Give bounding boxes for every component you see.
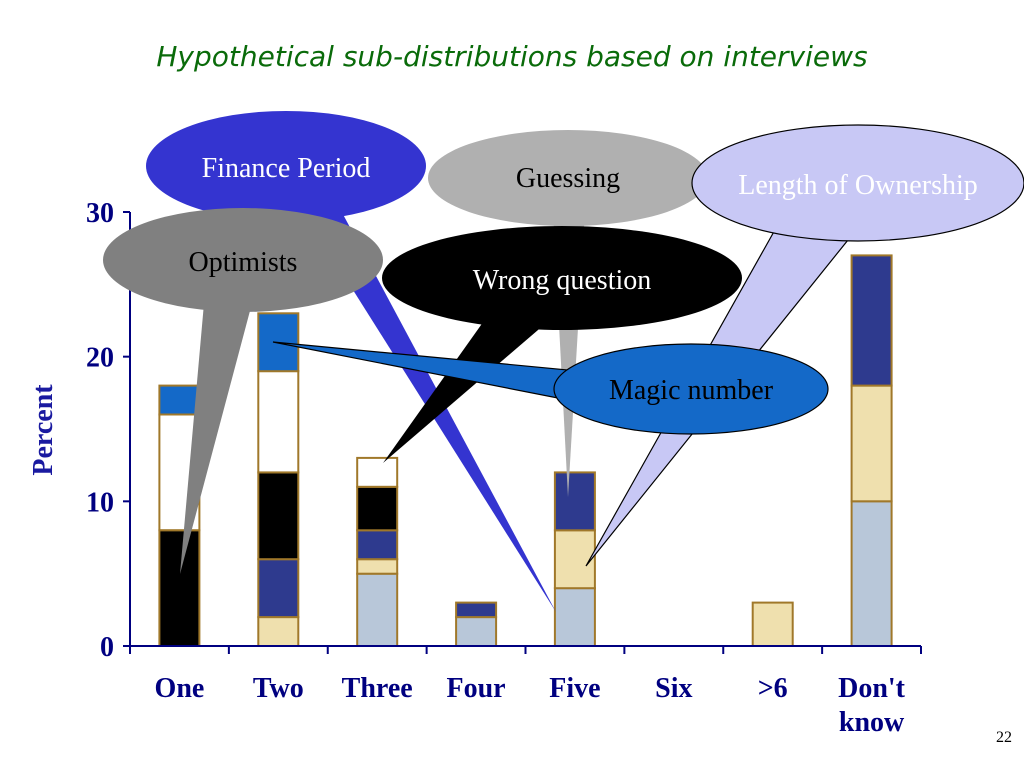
x-tick-label: >6 xyxy=(758,673,788,704)
x-tick-label: Five xyxy=(549,673,600,704)
callout-finance-period-label: Finance Period xyxy=(202,153,371,184)
callout-length-of-ownership-bubble xyxy=(691,124,1024,242)
bar-segment xyxy=(356,558,399,575)
x-tick-label: Two xyxy=(253,673,304,704)
bar-segment xyxy=(850,384,893,503)
bar-segment xyxy=(356,529,399,561)
callout-magic-number-bubble xyxy=(553,343,829,435)
x-tick-label: One xyxy=(155,673,205,704)
bar-segment xyxy=(455,616,498,647)
slide-title: Hypothetical sub-distributions based on … xyxy=(156,40,867,73)
bar-segment xyxy=(257,616,300,647)
bar-segment xyxy=(850,500,893,647)
bar-segment xyxy=(257,370,300,474)
x-tick-label: Three xyxy=(342,673,413,704)
bar-segment xyxy=(850,254,893,387)
bar-stacks xyxy=(158,254,893,648)
callout-optimists: Optimists xyxy=(103,208,383,574)
y-tick-label: 30 xyxy=(86,198,114,229)
bar-segment xyxy=(158,529,201,647)
y-tick-label: 10 xyxy=(86,487,114,518)
bar-segment xyxy=(257,471,300,561)
callout-optimists-tail xyxy=(180,292,255,574)
bar-segment xyxy=(257,558,300,619)
callout-optimists-bubble xyxy=(103,208,383,312)
callout-magic-number-label: Magic number xyxy=(609,375,774,406)
bar-segment xyxy=(356,572,399,648)
y-tick-label: 0 xyxy=(100,632,114,663)
bar-segment xyxy=(356,485,399,532)
bar-segment xyxy=(553,587,596,647)
bar-segment xyxy=(553,529,596,590)
callout-guessing-label: Guessing xyxy=(516,163,620,194)
bar-segment xyxy=(751,601,794,647)
bar-segment xyxy=(158,384,201,416)
callout-wrong-question: Wrong question xyxy=(382,226,742,463)
callout-optimists-label: Optimists xyxy=(189,247,298,278)
callout-finance-period-bubble xyxy=(146,111,426,221)
bar-segment xyxy=(356,456,399,488)
callout-guessing-bubble xyxy=(428,130,708,226)
callout-length-of-ownership-label: Length of Ownership xyxy=(738,170,978,201)
y-axis-label: Percent xyxy=(28,384,59,476)
bar-segment xyxy=(455,601,498,619)
y-tick-label: 20 xyxy=(86,343,114,374)
callout-wrong-question-label: Wrong question xyxy=(473,265,652,296)
x-tick-label: Six xyxy=(655,673,692,704)
callout-wrong-question-tail xyxy=(383,318,552,463)
bar-segment xyxy=(553,471,596,532)
callout-magic-number: Magic number xyxy=(272,341,829,435)
page-number: 22 xyxy=(996,729,1012,746)
callout-wrong-question-bubble xyxy=(382,226,742,330)
x-tick-label: Four xyxy=(447,673,506,704)
bar-segment xyxy=(257,312,300,373)
